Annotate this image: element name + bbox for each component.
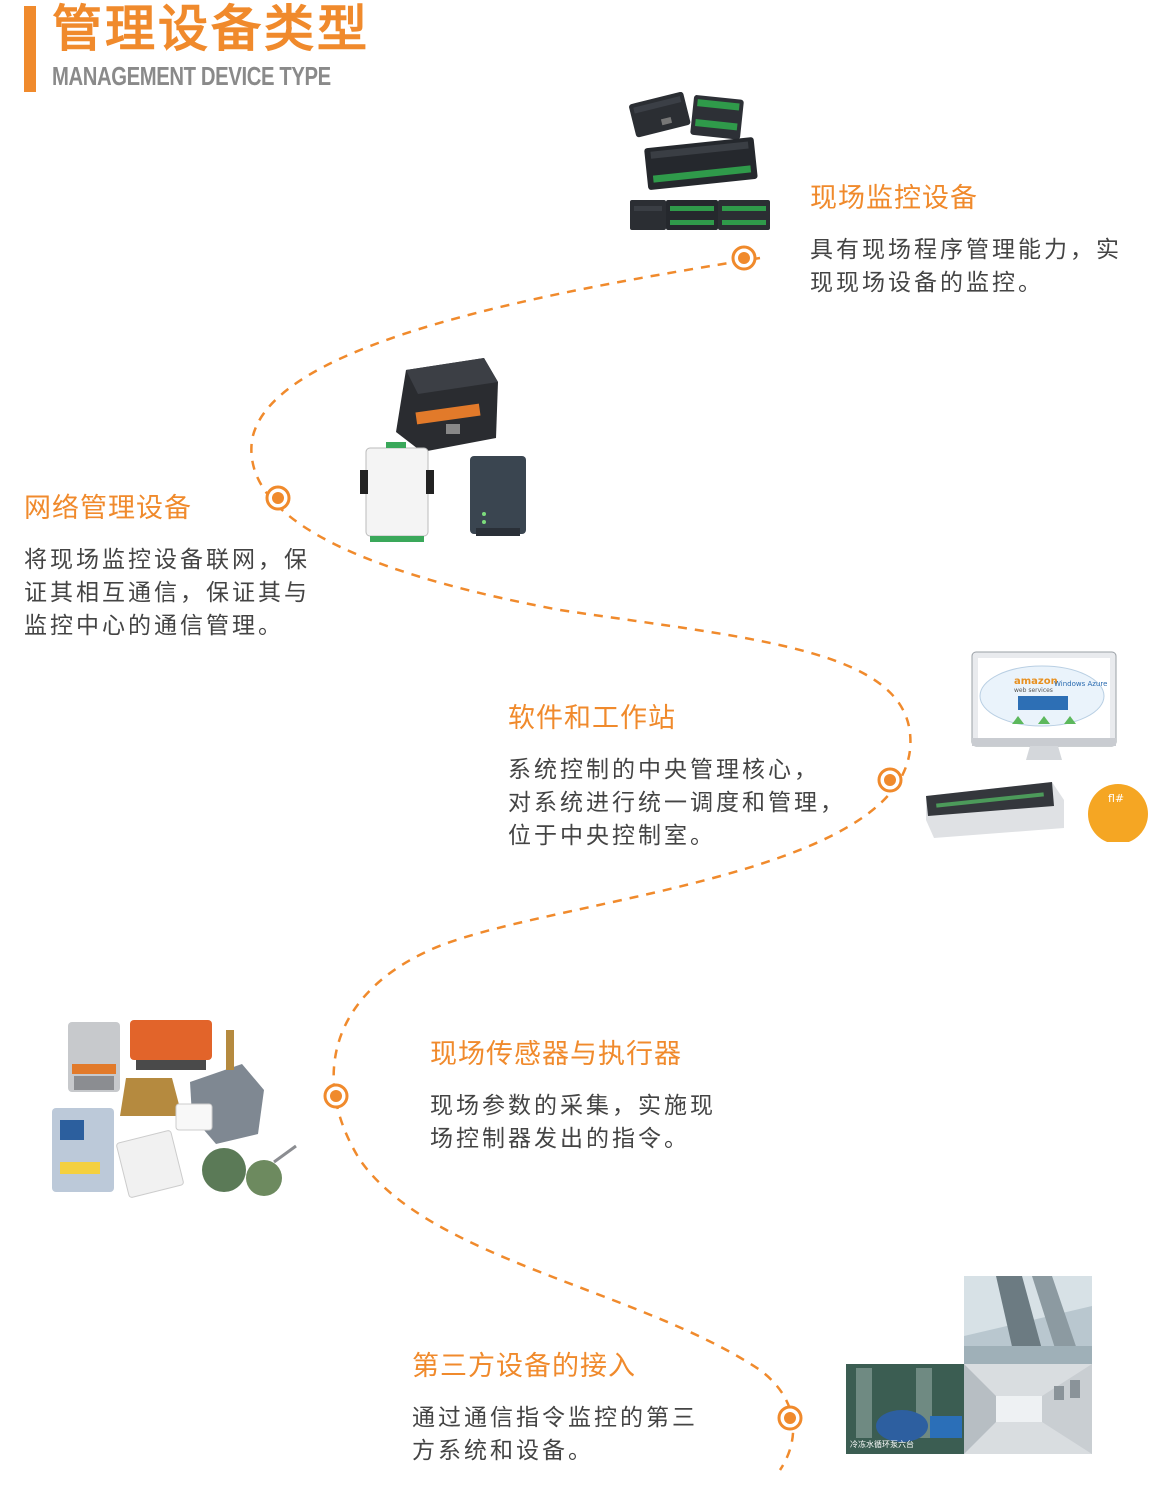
- desc-line: 方系统和设备。: [412, 1438, 594, 1464]
- stage-title-third-party: 第三方设备的接入: [412, 1351, 636, 1382]
- stage-marker-5: [777, 1405, 803, 1431]
- network-gateway-image: [360, 358, 526, 542]
- stage-desc-field-monitoring: 具有现场程序管理能力，实 现现场设备的监控。: [810, 234, 1150, 300]
- desc-line: 证其相互通信，保证其与: [24, 580, 310, 606]
- stage-title-field-monitoring: 现场监控设备: [810, 183, 978, 214]
- cloud-label-web-services: web services: [1014, 687, 1053, 694]
- stage-title-software-workstation: 软件和工作站: [508, 703, 676, 734]
- stage-desc-network-management: 将现场监控设备联网，保 证其相互通信，保证其与 监控中心的通信管理。: [24, 544, 354, 643]
- desc-line: 场控制器发出的指令。: [430, 1126, 690, 1152]
- stage-marker-4: [323, 1083, 349, 1109]
- sensors-actuators-image: [52, 1020, 297, 1198]
- cloud-label-azure: Windows Azure: [1054, 680, 1107, 688]
- stage-title-network-management: 网络管理设备: [24, 493, 192, 524]
- desc-line: 系统控制的中央管理核心，: [508, 757, 820, 783]
- header-accent-bar: [24, 6, 36, 92]
- field-controller-modules-image: [629, 92, 770, 230]
- page-subtitle: MANAGEMENT DEVICE TYPE: [52, 61, 331, 91]
- desc-line: 通过通信指令监控的第三: [412, 1405, 698, 1431]
- stage-desc-third-party: 通过通信指令监控的第三 方系统和设备。: [412, 1402, 742, 1468]
- stage-desc-software-workstation: 系统控制的中央管理核心， 对系统进行统一调度和管理， 位于中央控制室。: [508, 754, 868, 853]
- desc-line: 现场参数的采集，实施现: [430, 1093, 716, 1119]
- stage-marker-3: [877, 767, 903, 793]
- stage-title-sensors-actuators: 现场传感器与执行器: [430, 1039, 682, 1070]
- desc-line: 对系统进行统一调度和管理，: [508, 790, 846, 816]
- desc-line: 具有现场程序管理能力，实: [810, 237, 1122, 263]
- stage-marker-1: [731, 245, 757, 271]
- desc-line: 现现场设备的监控。: [810, 270, 1044, 296]
- desc-line: 将现场监控设备联网，保: [24, 547, 310, 573]
- desc-line: 监控中心的通信管理。: [24, 613, 284, 639]
- svg-text:fl#: fl#: [1108, 792, 1124, 805]
- stage-marker-2: [265, 485, 291, 511]
- workstation-server-image: amazon web services Windows Azure fl#: [926, 651, 1148, 842]
- photo-caption: 冷冻水循环泵六台: [850, 1440, 914, 1449]
- cloud-label-amazon: amazon: [1014, 676, 1058, 687]
- page-title: 管理设备类型: [52, 0, 370, 58]
- stage-desc-sensors-actuators: 现场参数的采集，实施现 场控制器发出的指令。: [430, 1090, 760, 1156]
- third-party-facility-photos: 冷冻水循环泵六台: [846, 1276, 1092, 1454]
- desc-line: 位于中央控制室。: [508, 823, 716, 849]
